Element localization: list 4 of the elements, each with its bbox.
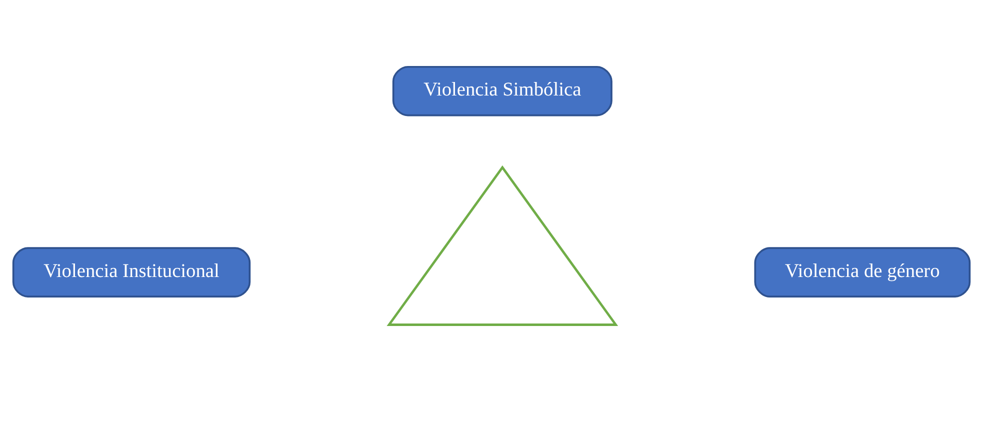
node-box: Violencia Institucional xyxy=(12,247,251,298)
node-box: Violencia de género xyxy=(754,247,971,298)
node-triangle xyxy=(386,165,618,326)
node-box: Violencia Simbólica xyxy=(392,66,612,116)
